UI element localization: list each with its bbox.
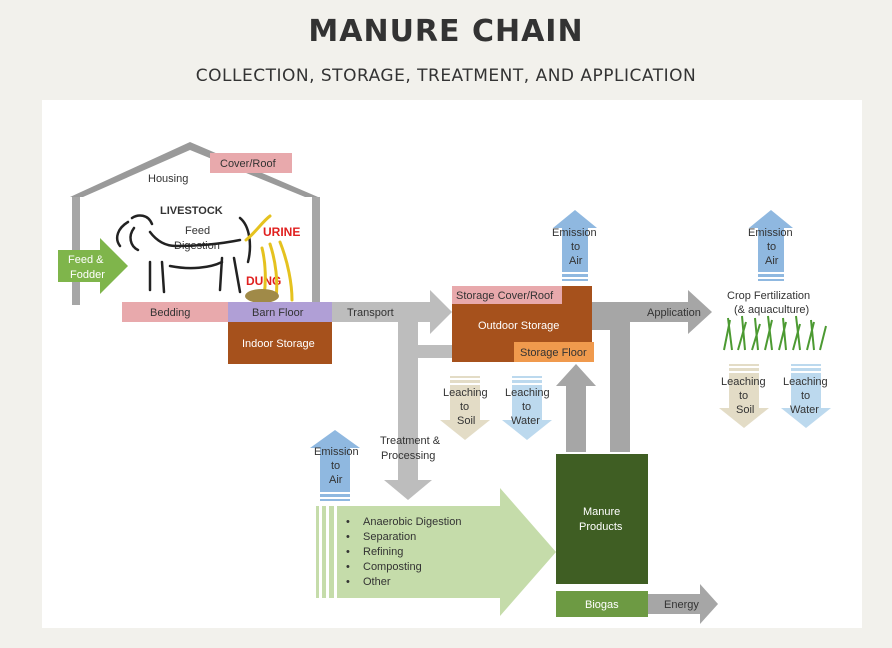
- indoor-storage-box: [228, 322, 332, 364]
- emission-arrow-storage: Emission to Air: [552, 210, 597, 281]
- leach-soil-field-line3: Soil: [736, 404, 754, 416]
- house-roof: [70, 142, 318, 197]
- leach-water-storage-line3: Water: [511, 415, 540, 427]
- storage-floor-label: Storage Floor: [520, 347, 587, 359]
- transport-arrow: Transport: [332, 290, 452, 334]
- biogas-box: [556, 591, 648, 617]
- leach-water-storage-line1: Leaching: [505, 387, 550, 399]
- leach-water-field-line2: to: [801, 390, 810, 402]
- indoor-storage-label: Indoor Storage: [242, 338, 315, 350]
- biogas-label: Biogas: [585, 599, 619, 611]
- treatment-label-line2: Processing: [381, 450, 435, 462]
- cow-illustration: [116, 214, 294, 302]
- emission-treatment-line1: Emission: [314, 446, 359, 458]
- bedding-label: Bedding: [150, 307, 190, 319]
- housing-label: Housing: [148, 173, 188, 185]
- treatment-item-2: Separation: [363, 531, 416, 543]
- leach-water-field-line3: Water: [790, 404, 819, 416]
- manure-products-line1: Manure: [583, 506, 620, 518]
- storage-cover-roof-box: [452, 286, 562, 304]
- cover-roof-box: [210, 153, 292, 173]
- treatment-list: • Anaerobic Digestion • Separation • Ref…: [346, 516, 461, 588]
- energy-label: Energy: [664, 599, 699, 611]
- emission-arrow-treatment: Emission to Air: [310, 430, 360, 501]
- feed-fodder-line1: Feed &: [68, 254, 104, 266]
- application-label: Application: [647, 307, 701, 319]
- barn-floor-box: [228, 302, 332, 322]
- svg-text:•: •: [346, 546, 350, 558]
- livestock-label: LIVESTOCK: [160, 205, 223, 217]
- leach-soil-storage-line1: Leaching: [443, 387, 488, 399]
- leach-soil-storage-line2: to: [460, 401, 469, 413]
- products-to-storage-arrow: [556, 364, 596, 452]
- treatment-item-5: Other: [363, 576, 391, 588]
- svg-text:•: •: [346, 531, 350, 543]
- leach-water-storage-line2: to: [522, 401, 531, 413]
- emission-field-line2: to: [767, 241, 776, 253]
- treatment-item-4: Composting: [363, 561, 422, 573]
- dung-label: DUNG: [246, 274, 281, 288]
- treatment-process-arrow: [316, 488, 556, 616]
- application-arrow: Application: [592, 290, 712, 452]
- outdoor-storage-label: Outdoor Storage: [478, 320, 559, 332]
- crop-fertilization-line2: (& aquaculture): [734, 304, 809, 316]
- storage-cover-roof-label: Storage Cover/Roof: [456, 290, 554, 302]
- emission-storage-line2: to: [571, 241, 580, 253]
- emission-arrow-field: Emission to Air: [748, 210, 793, 281]
- barn-floor-label: Barn Floor: [252, 307, 304, 319]
- page-subtitle: COLLECTION, STORAGE, TREATMENT, AND APPL…: [195, 66, 697, 86]
- energy-arrow: Energy: [648, 584, 718, 624]
- grass-illustration: [723, 315, 827, 351]
- emission-storage-line1: Emission: [552, 227, 597, 239]
- manure-products-box: [556, 454, 648, 584]
- storage-floor-box: [514, 342, 594, 362]
- bedding-box: [122, 302, 228, 322]
- transport-label: Transport: [347, 307, 394, 319]
- treatment-item-3: Refining: [363, 546, 403, 558]
- leaching-soil-storage: Leaching to Soil: [440, 376, 490, 440]
- feed-fodder-line2: Fodder: [70, 269, 105, 281]
- leaching-water-field: Leaching to Water: [781, 364, 831, 428]
- leaching-soil-field: Leaching to Soil: [719, 364, 769, 428]
- treatment-item-1: Anaerobic Digestion: [363, 516, 461, 528]
- emission-storage-line3: Air: [569, 255, 583, 267]
- manure-products-line2: Products: [579, 521, 623, 533]
- treatment-label-line1: Treatment &: [380, 435, 441, 447]
- cover-roof-label: Cover/Roof: [220, 158, 277, 170]
- dung-pile: [245, 289, 279, 303]
- feed-label: Feed: [185, 225, 210, 237]
- house-wall-right: [312, 197, 320, 305]
- emission-treatment-line2: to: [331, 460, 340, 472]
- leaching-water-storage: Leaching to Water: [502, 376, 552, 440]
- treatment-arrow: [384, 322, 452, 500]
- svg-text:•: •: [346, 516, 350, 528]
- crop-fertilization-line1: Crop Fertilization: [727, 290, 810, 302]
- emission-field-line3: Air: [765, 255, 779, 267]
- feed-fodder-arrow: Feed & Fodder: [58, 238, 128, 294]
- leach-water-field-line1: Leaching: [783, 376, 828, 388]
- emission-treatment-line3: Air: [329, 474, 343, 486]
- urine-label: URINE: [263, 225, 300, 239]
- svg-text:•: •: [346, 576, 350, 588]
- leach-soil-field-line1: Leaching: [721, 376, 766, 388]
- leach-soil-storage-line3: Soil: [457, 415, 475, 427]
- leach-soil-field-line2: to: [739, 390, 748, 402]
- svg-text:•: •: [346, 561, 350, 573]
- emission-field-line1: Emission: [748, 227, 793, 239]
- page-title: MANURE CHAIN: [308, 14, 584, 49]
